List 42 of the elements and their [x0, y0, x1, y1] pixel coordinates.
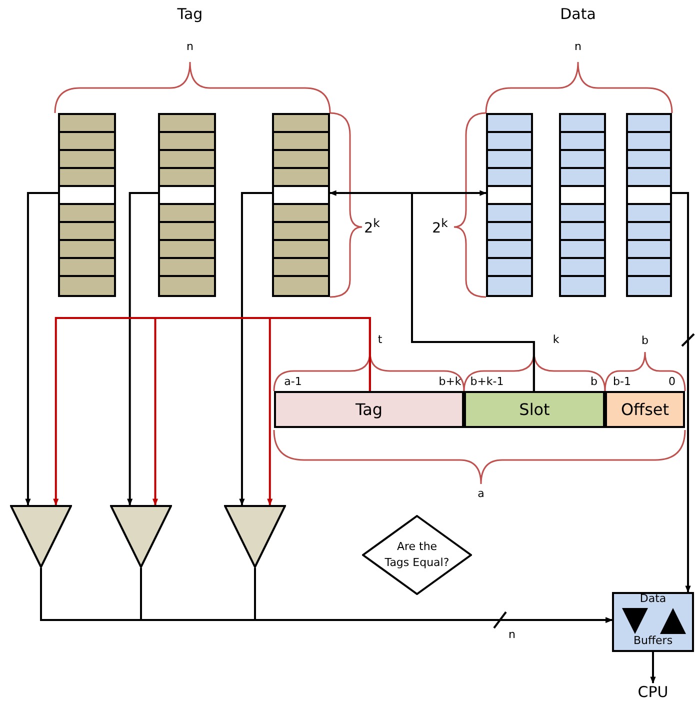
connector-arrow — [672, 192, 691, 593]
size-label: 2$^{k}$ — [364, 216, 380, 237]
address-field-segment: Slot — [464, 391, 605, 428]
bit-index-label: b+k — [438, 375, 462, 388]
connector-arrow — [25, 192, 58, 506]
bit-width-label: t — [378, 333, 382, 346]
decision-diamond: Are the Tags Equal? — [362, 515, 472, 595]
address-field-segment: Offset — [605, 391, 685, 428]
data-memory-array — [486, 113, 533, 297]
buffer-label: Buffers — [632, 634, 674, 647]
data-memory-array — [559, 113, 606, 297]
bit-index-label: b — [590, 375, 598, 388]
connector-arrow — [411, 190, 535, 391]
size-label: 2$^{k}$ — [432, 216, 448, 237]
buffer-label: Data — [638, 592, 668, 605]
connector-arrow — [650, 652, 656, 684]
connector-arrow — [254, 568, 613, 623]
comparator-triangle — [110, 505, 172, 568]
bit-index-label: 0 — [668, 375, 676, 388]
bit-width-label: n — [508, 628, 516, 641]
bit-index-label: b-1 — [613, 375, 631, 388]
bit-index-label: b+k-1 — [470, 375, 504, 388]
column-heading: Data — [560, 5, 596, 23]
buffer-box — [612, 592, 694, 652]
bit-index-label: a-1 — [284, 375, 302, 388]
tag-memory-array — [58, 113, 116, 297]
tag-memory-array — [158, 113, 216, 297]
bit-width-label: a — [478, 487, 484, 500]
address-field-segment: Tag — [274, 391, 464, 428]
bit-width-label: n — [574, 40, 582, 53]
column-heading: Tag — [177, 5, 203, 23]
connector-arrow — [267, 317, 371, 506]
tag-memory-array — [272, 113, 330, 297]
bit-width-label: b — [642, 334, 648, 347]
bit-width-label: k — [552, 333, 560, 346]
cpu-label: CPU — [625, 683, 681, 703]
data-memory-array — [626, 113, 672, 297]
comparator-triangle — [10, 505, 72, 568]
bit-width-label: n — [186, 40, 194, 53]
connector-arrow — [127, 192, 158, 506]
connector-arrow — [239, 192, 272, 506]
comparator-triangle — [224, 505, 286, 568]
